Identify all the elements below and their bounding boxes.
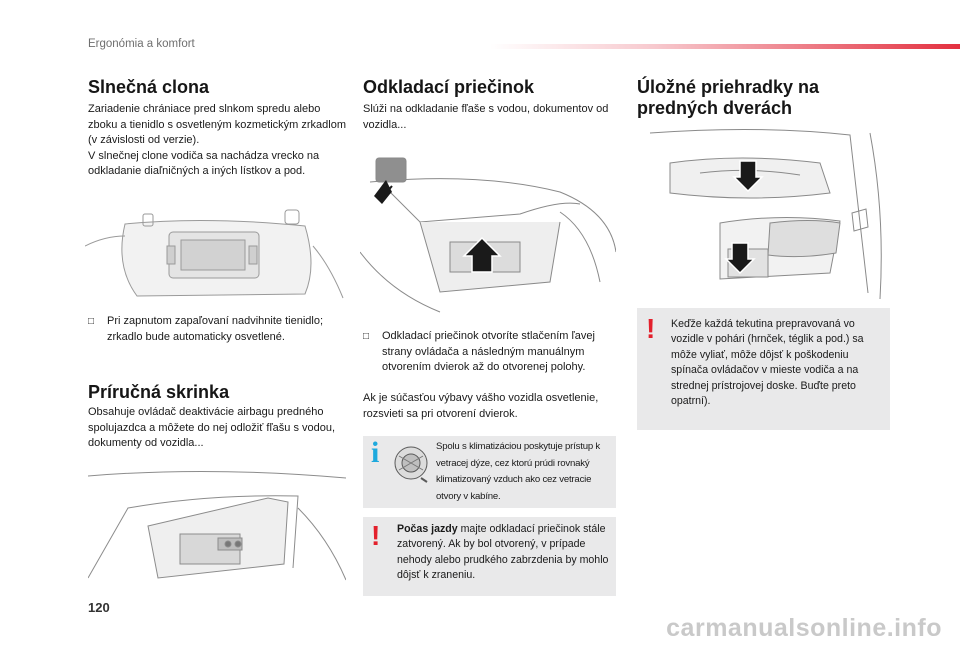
warning-lead: Počas jazdy <box>397 523 458 535</box>
door-bin-illustration <box>649 128 882 299</box>
glove-box-body: Obsahuje ovládač deaktivácie airbagu pre… <box>88 406 336 449</box>
storage-warning-box: ! Počas jazdy majte odkladací priečinok … <box>363 517 616 596</box>
glove-box-illustration <box>88 470 346 581</box>
info-text: Spolu s klimatizáciou poskytuje prístup … <box>436 441 601 502</box>
door-warning-box: ! Keďže každá tekutina prepravovaná vo v… <box>637 308 890 430</box>
door-warning-text: Keďže každá tekutina prepravovaná vo voz… <box>671 318 864 408</box>
sun-visor-bullet: □ Pri zapnutom zapaľovaní nadvihnite tie… <box>88 315 324 343</box>
storage-body: Slúži na odkladanie fľaše s vodou, dokum… <box>363 103 609 131</box>
watermark: carmanualsonline.info <box>666 614 942 642</box>
vent-icon <box>394 446 428 483</box>
bullet-icon: □ <box>88 316 95 327</box>
storage-bullet: □ Odkladací priečinok otvoríte stlačením… <box>363 330 595 373</box>
page-number: 120 <box>88 600 110 615</box>
sun-visor-title: Slnečná clona <box>88 77 210 97</box>
storage-warning-text: Počas jazdy majte odkladací priečinok st… <box>397 522 609 584</box>
storage-after-bullet: Ak je súčasťou výbavy vášho vozidla osve… <box>363 392 599 420</box>
storage-title: Odkladací priečinok <box>363 77 535 97</box>
section-label: Ergonómia a komfort <box>88 38 195 50</box>
info-icon: i <box>371 436 380 469</box>
sun-visor-illustration <box>85 209 344 299</box>
warning-icon: ! <box>646 313 656 344</box>
sun-visor-body: Zariadenie chrániace pred slnkom spredu … <box>88 103 346 177</box>
warning-rest: majte odkladací priečinok stále zatvoren… <box>397 523 609 582</box>
bullet-icon: □ <box>363 331 370 342</box>
storage-illustration <box>360 157 616 313</box>
warning-icon: ! <box>371 520 381 551</box>
glove-box-title: Príručná skrinka <box>88 382 230 402</box>
header-accent-bar <box>490 44 960 49</box>
door-bins-title: Úložné priehradky na predných dverách <box>637 77 820 118</box>
info-box: i Spolu s klimatizáciou poskytuje prístu… <box>363 436 616 508</box>
